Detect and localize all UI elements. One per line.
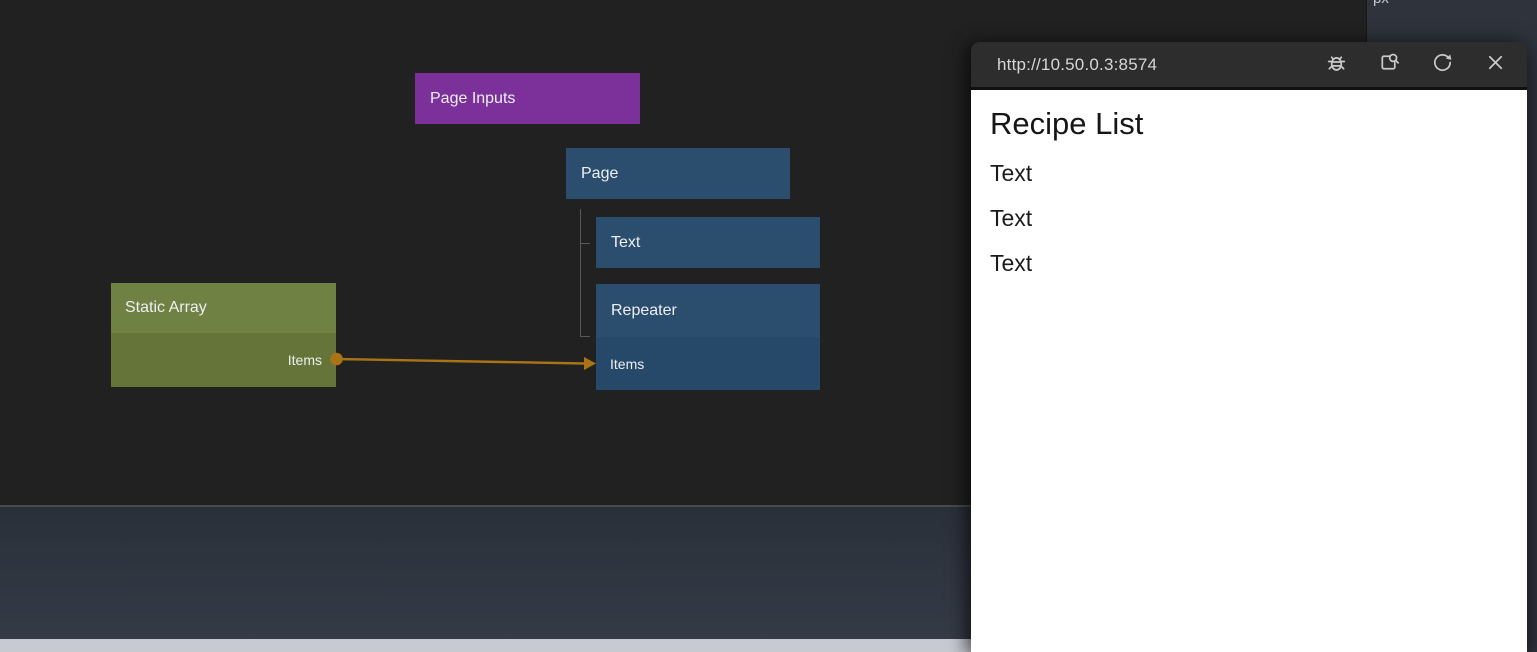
repeater-items-input-port[interactable]: Items bbox=[596, 337, 820, 390]
recipe-list-heading: Recipe List bbox=[990, 106, 1144, 141]
preview-viewport: Recipe List Text Text Text bbox=[971, 90, 1527, 652]
close-icon bbox=[1484, 51, 1507, 79]
static-array-items-output-port[interactable]: Items bbox=[111, 333, 336, 387]
node-title: Repeater bbox=[611, 301, 677, 319]
port-label: Items bbox=[287, 352, 322, 368]
node-page-inputs[interactable]: Page Inputs bbox=[415, 73, 640, 124]
node-repeater[interactable]: Repeater Items bbox=[596, 284, 820, 390]
node-title: Page Inputs bbox=[430, 89, 516, 107]
url-bar[interactable]: http://10.50.0.3:8574 bbox=[997, 54, 1158, 74]
refresh-icon bbox=[1431, 51, 1454, 79]
open-inspect-button[interactable] bbox=[1378, 53, 1401, 76]
preview-actions bbox=[1325, 53, 1507, 76]
connection-arrowhead bbox=[584, 357, 596, 370]
tree-connector-stub bbox=[581, 243, 590, 244]
px-unit-label: px bbox=[1373, 0, 1537, 7]
debug-button[interactable] bbox=[1325, 53, 1348, 76]
open-inspect-icon bbox=[1378, 51, 1401, 79]
bug-icon bbox=[1325, 51, 1348, 79]
text-item: Text bbox=[990, 250, 1033, 276]
node-page[interactable]: Page bbox=[566, 148, 790, 199]
node-title: Text bbox=[611, 233, 641, 251]
node-static-array[interactable]: Static Array Items bbox=[111, 283, 336, 387]
preview-window: http://10.50.0.3:8574 bbox=[971, 42, 1527, 652]
port-label: Items bbox=[610, 355, 645, 372]
node-title: Static Array bbox=[125, 299, 207, 316]
node-title: Page bbox=[581, 164, 619, 182]
tree-connector-line bbox=[580, 209, 581, 337]
node-text[interactable]: Text bbox=[596, 217, 820, 268]
preview-toolbar: http://10.50.0.3:8574 bbox=[971, 42, 1527, 90]
text-item: Text bbox=[990, 205, 1033, 231]
close-preview-button[interactable] bbox=[1484, 53, 1507, 76]
text-item: Text bbox=[990, 160, 1033, 186]
tree-connector-stub bbox=[581, 336, 590, 337]
refresh-button[interactable] bbox=[1431, 53, 1454, 76]
